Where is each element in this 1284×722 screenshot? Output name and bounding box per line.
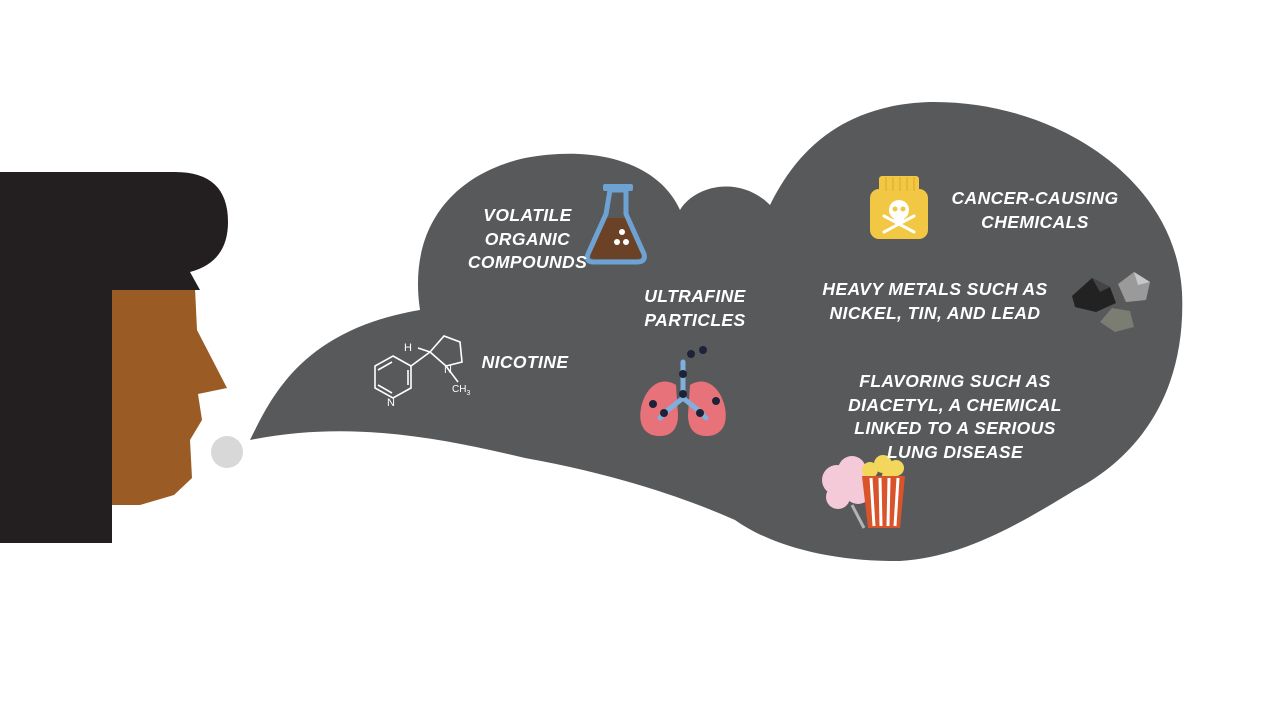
label-nicotine: NICOTINE [481,352,569,372]
person-silhouette [0,172,228,543]
metal-rocks-icon [1072,272,1150,332]
poison-bottle-icon [870,176,928,239]
lungs-icon [640,346,726,436]
popcorn-icon [862,455,905,528]
molecule-n-ring-label: N [387,397,395,409]
molecule-n-amine-label: N [444,364,452,376]
vapor-cloud [250,101,1183,562]
flask-icon [584,184,647,265]
nicotine-molecule-icon: H N N CH3 [374,335,470,409]
face [112,288,227,505]
hair [0,172,228,543]
molecule-h-label: H [404,342,412,354]
smoke-puff [211,436,243,468]
molecule-methyl-label: CH3 [452,384,470,397]
